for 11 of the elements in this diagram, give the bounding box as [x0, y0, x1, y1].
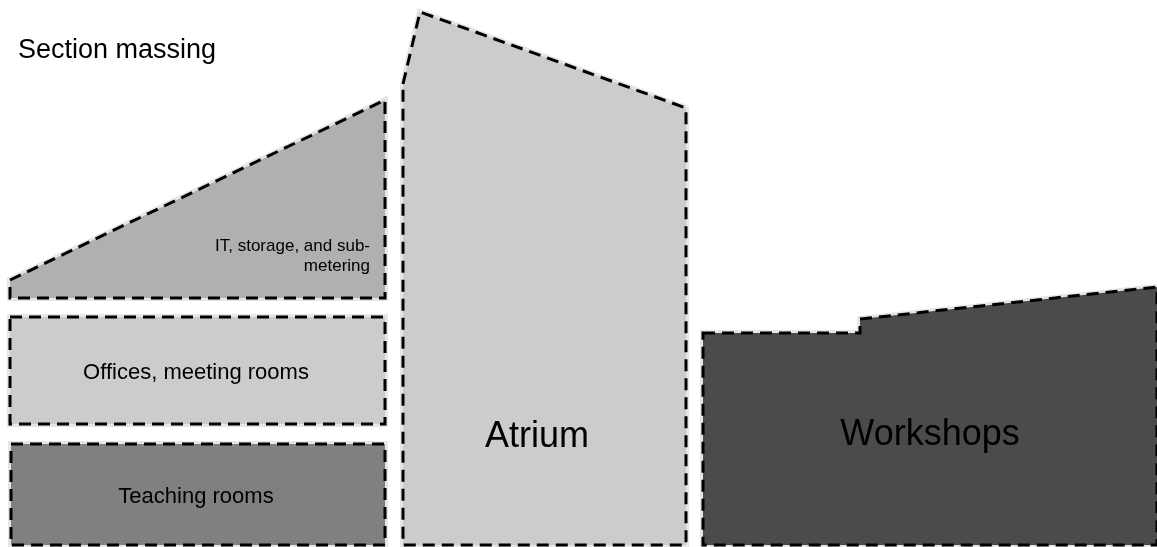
- massing-block: [8, 96, 388, 301]
- block-label: Atrium: [485, 413, 589, 457]
- massing-block: [8, 441, 388, 547]
- block-label: Teaching rooms: [118, 483, 274, 510]
- massing-block: [400, 8, 690, 547]
- block-label: Workshops: [840, 411, 1020, 455]
- massing-block: [700, 283, 1157, 547]
- massing-block: [8, 315, 388, 427]
- block-label: IT, storage, and sub-metering: [214, 236, 370, 277]
- diagram-title: Section massing: [18, 34, 217, 65]
- block-label: Offices, meeting rooms: [83, 359, 309, 386]
